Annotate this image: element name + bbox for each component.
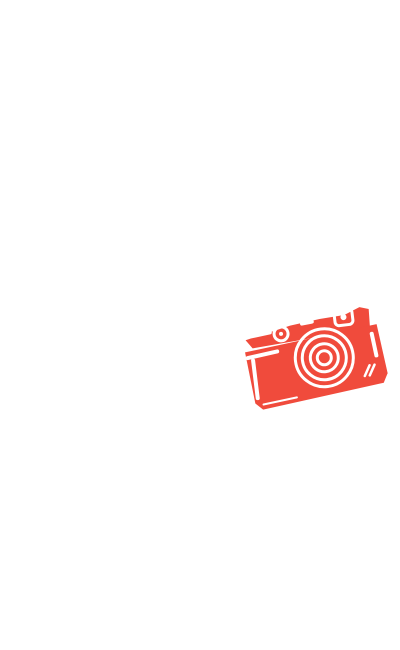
- camera-shutter-dial: [272, 325, 290, 343]
- camera-viewfinder-lens: [340, 314, 347, 321]
- camera-lens-outer: [293, 327, 355, 389]
- camera-strap-mark: [245, 349, 280, 361]
- camera-lens-ring-1: [300, 334, 348, 382]
- camera-shutter-dot: [279, 331, 284, 336]
- camera-top-slot-2: [299, 319, 314, 326]
- camera-top-slot: [250, 330, 272, 339]
- camera-viewfinder: [332, 307, 355, 328]
- camera-lens-ring-2: [308, 342, 340, 374]
- camera-hatch-2: [368, 363, 376, 377]
- camera-bottom-seam: [262, 396, 298, 406]
- camera-highlight-right: [369, 331, 379, 358]
- camera-hatch-1: [363, 364, 371, 378]
- camera-icon: [236, 296, 392, 412]
- camera-highlight-left: [251, 358, 260, 401]
- camera-lens-ring-3: [315, 349, 333, 367]
